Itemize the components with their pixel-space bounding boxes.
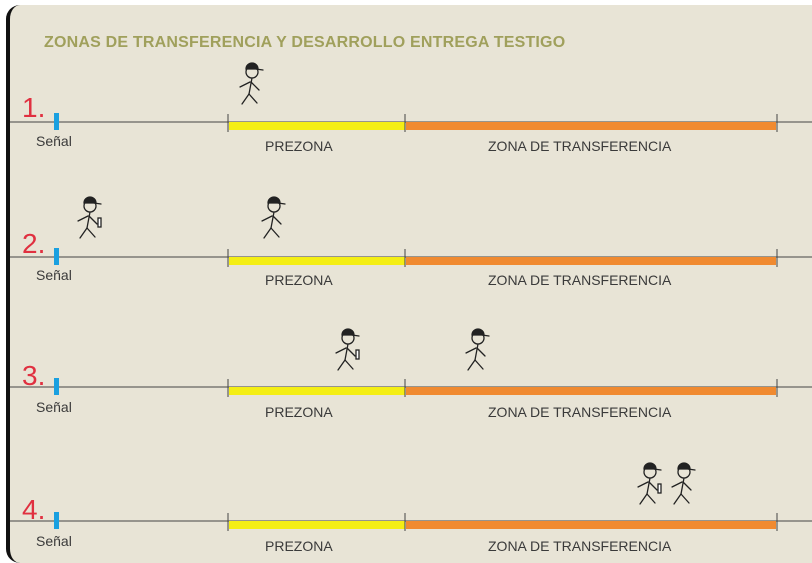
prezone-bar-3: [229, 387, 405, 395]
prezone-bar-1: [229, 122, 405, 130]
runner-4: [671, 462, 696, 505]
signal-label-2: Señal: [36, 267, 72, 283]
prezone-bar-4: [229, 521, 405, 529]
step-number-3: 3.: [22, 360, 46, 391]
step-number-1: 1.: [22, 92, 46, 123]
signal-label-1: Señal: [36, 133, 72, 149]
diagram-title: ZONAS DE TRANSFERENCIA Y DESARROLLO ENTR…: [44, 34, 566, 51]
transfer-zone-bar-1: [406, 122, 776, 130]
track-row-1: [10, 62, 812, 132]
signal-label-3: Señal: [36, 399, 72, 415]
runner-with-baton-2: [78, 197, 101, 238]
runner-1: [239, 62, 264, 105]
signal-marker-3: [54, 378, 59, 395]
step-number-4: 4.: [22, 494, 46, 525]
prezone-label-3: PREZONA: [265, 404, 333, 420]
prezone-bar-2: [229, 257, 405, 265]
prezone-label-1: PREZONA: [265, 138, 333, 154]
runner-with-baton-3: [336, 329, 359, 370]
transfer-zone-bar-3: [406, 387, 776, 395]
transfer-zone-label-4: ZONA DE TRANSFERENCIA: [488, 538, 672, 554]
transfer-zone-label-3: ZONA DE TRANSFERENCIA: [488, 404, 672, 420]
signal-marker-4: [54, 512, 59, 529]
signal-marker-2: [54, 248, 59, 265]
transfer-zone-label-2: ZONA DE TRANSFERENCIA: [488, 272, 672, 288]
runner-2: [261, 196, 286, 239]
signal-label-4: Señal: [36, 533, 72, 549]
track-row-3: [10, 328, 812, 397]
transfer-zone-bar-4: [406, 521, 776, 529]
transfer-zone-bar-2: [406, 257, 776, 265]
track-row-4: [10, 462, 812, 531]
transfer-zone-label-1: ZONA DE TRANSFERENCIA: [488, 138, 672, 154]
prezone-label-2: PREZONA: [265, 272, 333, 288]
runner-3: [465, 328, 490, 371]
track-row-2: [10, 196, 812, 267]
signal-marker-1: [54, 113, 59, 130]
step-number-2: 2.: [22, 228, 46, 259]
prezone-label-4: PREZONA: [265, 538, 333, 554]
runner-with-baton-4: [638, 463, 661, 504]
